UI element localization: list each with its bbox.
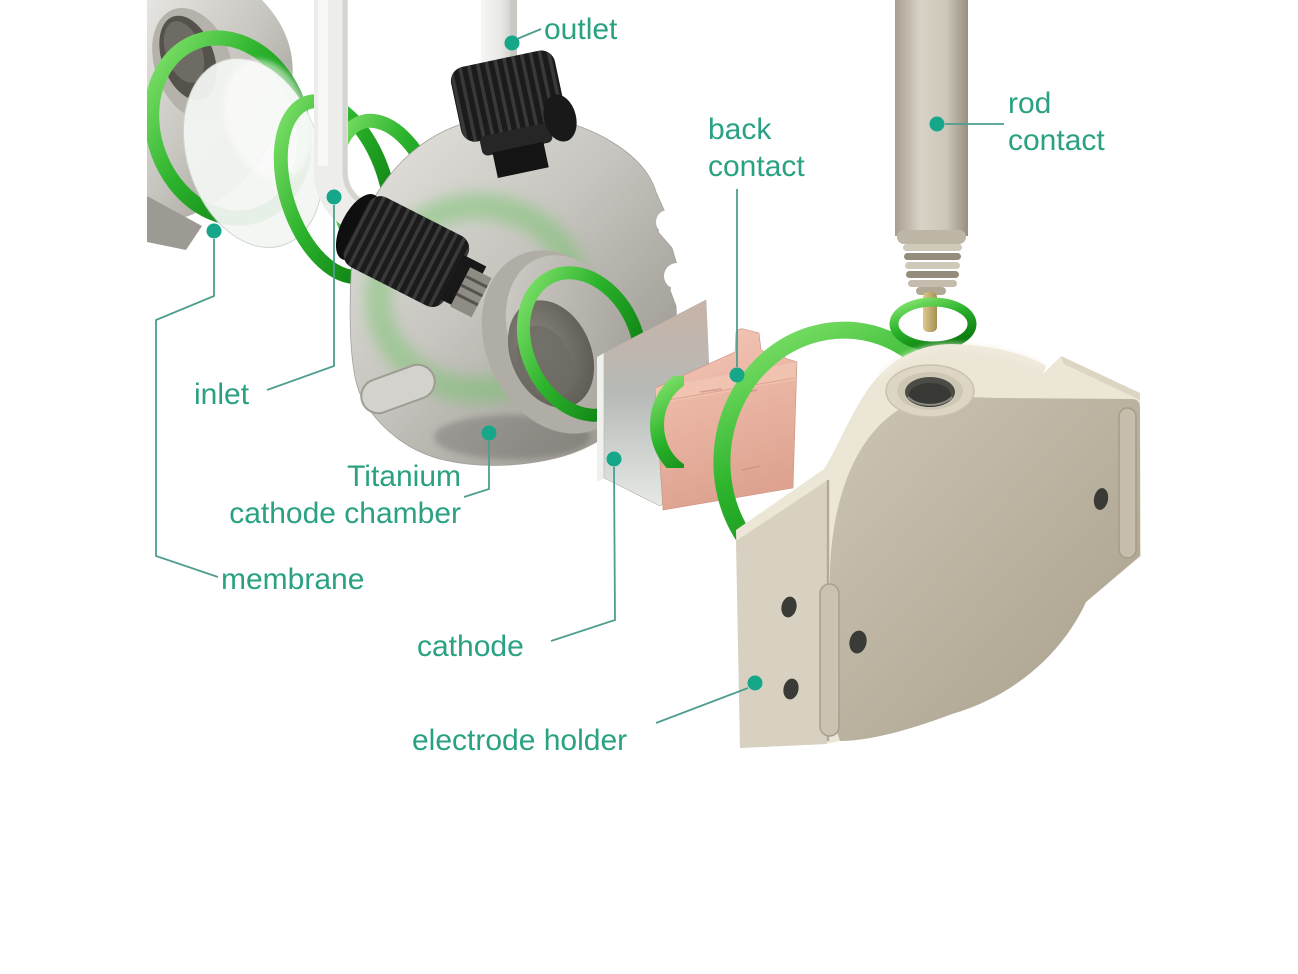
chamber-foot-slot — [360, 363, 436, 415]
label-back-contact: back contact — [708, 111, 805, 185]
membrane-leader-line — [155, 239, 219, 578]
label-outlet-line: outlet — [544, 13, 618, 46]
back-contact-anchor-dot — [729, 367, 745, 383]
oring-hidden-sliver — [650, 376, 684, 468]
electrode-holder-leader-line — [655, 687, 749, 724]
electrode-holder-part — [736, 343, 1141, 748]
anchor-dots — [206, 35, 945, 691]
holder-left-flange — [736, 480, 828, 748]
left-margin — [0, 0, 147, 974]
cathode-leader-line — [550, 466, 616, 642]
label-titanium-cathode-chamber: Titanium cathode chamber — [229, 458, 461, 532]
label-outlet: outlet — [544, 11, 617, 48]
cathode-anchor-dot — [606, 451, 622, 467]
label-rod-contact: rod contact — [1008, 85, 1105, 159]
rod-contact-part — [895, 0, 968, 332]
label-cathode: cathode — [417, 628, 524, 665]
fitting-shadow — [543, 94, 577, 142]
outlet-leader-line — [516, 28, 542, 40]
label-back-contact-line: back — [708, 113, 772, 146]
holder-hole — [1093, 488, 1109, 510]
titanium-leader-line — [463, 441, 490, 498]
label-rod-contact-line: contact — [1008, 124, 1105, 157]
label-rod-contact-line: rod — [1008, 87, 1052, 120]
rod-contact-anchor-dot — [929, 116, 945, 132]
holder-right-slot — [1118, 407, 1137, 559]
holder-left-slot — [819, 583, 840, 737]
label-electrode-holder-line: electrode holder — [412, 724, 628, 757]
titanium-anchor-dot — [481, 425, 497, 441]
outlet-anchor-dot — [504, 35, 520, 51]
holder-hole — [783, 678, 799, 700]
holder-hole — [849, 630, 867, 654]
electrode-holder-anchor-dot — [747, 675, 763, 691]
label-titanium-line: Titanium — [347, 460, 461, 493]
holder-hole — [781, 596, 797, 618]
label-membrane-line: membrane — [221, 563, 365, 596]
label-membrane: membrane — [221, 561, 364, 598]
inlet-leader-line — [266, 205, 335, 391]
label-inlet: inlet — [194, 376, 249, 413]
inlet-anchor-dot — [326, 189, 342, 205]
outlet-fitting-nut — [450, 50, 566, 179]
label-titanium-line: cathode chamber — [229, 497, 461, 530]
label-cathode-line: cathode — [417, 630, 524, 663]
membrane-anchor-dot — [206, 223, 222, 239]
label-back-contact-line: contact — [708, 150, 805, 183]
inlet-fitting-nut — [335, 194, 492, 318]
leader-lines — [155, 28, 1004, 724]
label-inlet-line: inlet — [194, 378, 250, 411]
label-electrode-holder: electrode holder — [412, 722, 627, 759]
